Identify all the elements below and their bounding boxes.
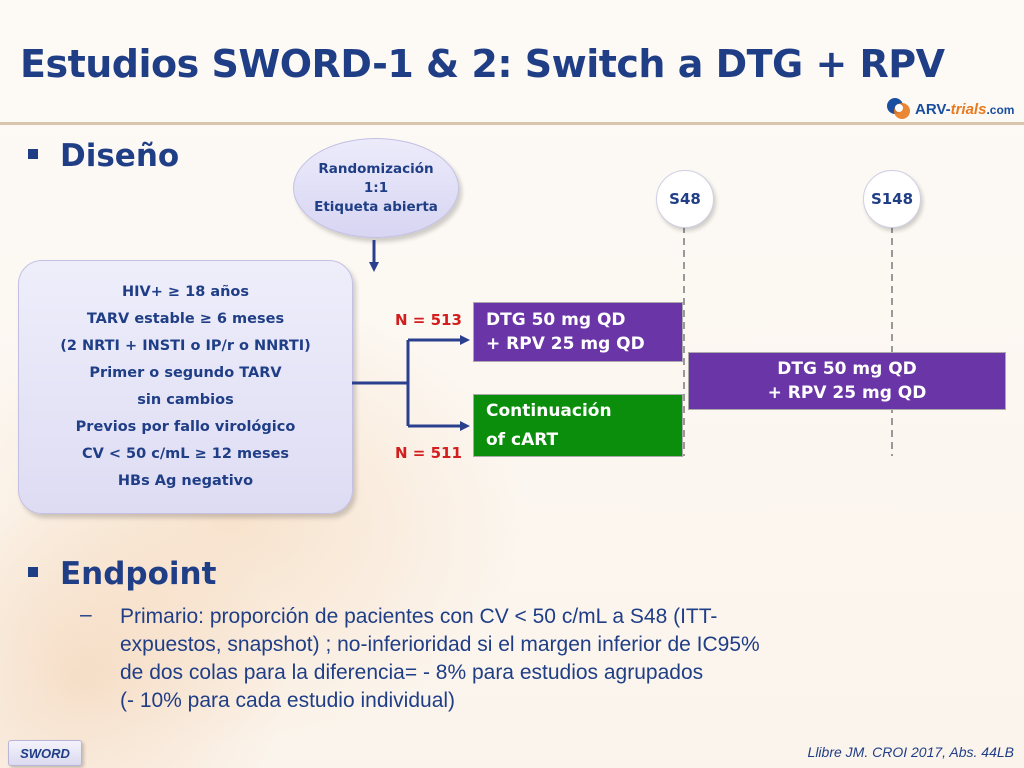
arm2-n-label: N = 511 [395, 444, 462, 462]
design-heading: Diseño [28, 138, 179, 174]
endpoint-line: Primario: proporción de pacientes con CV… [120, 605, 718, 628]
endpoint-line: (- 10% para cada estudio individual) [120, 689, 456, 712]
endpoint-heading-label: Endpoint [60, 556, 217, 592]
logo-mark-icon [887, 98, 910, 119]
endpoint-line: expuestos, snapshot) ; no-inferioridad s… [120, 633, 760, 656]
arm2-continuation-box: Continuación of cART [473, 394, 683, 457]
criteria-line: HIV+ ≥ 18 años [121, 284, 250, 300]
logo-text-part3: .com [986, 103, 1015, 117]
arm1-line1: DTG 50 mg QD [486, 310, 626, 330]
criteria-line: sin cambios [137, 392, 234, 408]
arm1-dtg-rpv-box: DTG 50 mg QD + RPV 25 mg QD [473, 302, 683, 362]
endpoint-description: Primario: proporción de pacientes con CV… [120, 603, 920, 715]
title-divider [0, 122, 1024, 125]
logo-text-part2: trials [950, 101, 987, 118]
extension-dtg-rpv-box: DTG 50 mg QD + RPV 25 mg QD [688, 352, 1006, 410]
timepoint-s48: S48 [656, 170, 714, 228]
endpoint-heading: Endpoint [28, 556, 216, 592]
arm2-line2: of cART [486, 430, 559, 450]
randomization-oval: Randomización 1:1 Etiqueta abierta [293, 138, 459, 238]
timepoint-s148: S148 [863, 170, 921, 228]
endpoint-line: de dos colas para la diferencia= - 8% pa… [120, 661, 704, 684]
extension-line2: + RPV 25 mg QD [767, 383, 927, 403]
arm1-line2: + RPV 25 mg QD [486, 334, 645, 354]
bullet-square-icon [28, 566, 38, 577]
design-heading-label: Diseño [60, 138, 180, 174]
randomization-line: Randomización [318, 160, 434, 177]
extension-line1: DTG 50 mg QD [777, 359, 917, 379]
inclusion-criteria-box: HIV+ ≥ 18 años TARV estable ≥ 6 meses (2… [18, 260, 353, 514]
citation: Llibre JM. CROI 2017, Abs. 44LB [807, 744, 1014, 760]
criteria-line: CV < 50 c/mL ≥ 12 meses [81, 446, 290, 462]
arm2-line1: Continuación [486, 401, 612, 421]
arm1-n-label: N = 513 [395, 311, 462, 329]
criteria-line: TARV estable ≥ 6 meses [86, 311, 285, 327]
randomization-line: Etiqueta abierta [314, 198, 438, 215]
criteria-line: HBs Ag negativo [117, 473, 254, 489]
criteria-line: Primer o segundo TARV [89, 365, 282, 381]
randomization-line: 1:1 [363, 179, 389, 196]
logo-text-part1: ARV- [915, 101, 951, 118]
arv-trials-logo: ARV-trials.com [885, 96, 1015, 124]
study-tag: SWORD [8, 740, 82, 766]
criteria-line: Previos por fallo virológico [75, 419, 296, 435]
bullet-square-icon [28, 148, 38, 159]
criteria-line: (2 NRTI + INSTI o IP/r o NNRTI) [60, 338, 311, 354]
endpoint-dash: – [80, 603, 92, 626]
logo-text: ARV-trials.com [915, 101, 1014, 118]
slide-title: Estudios SWORD-1 & 2: Switch a DTG + RPV [20, 42, 945, 86]
